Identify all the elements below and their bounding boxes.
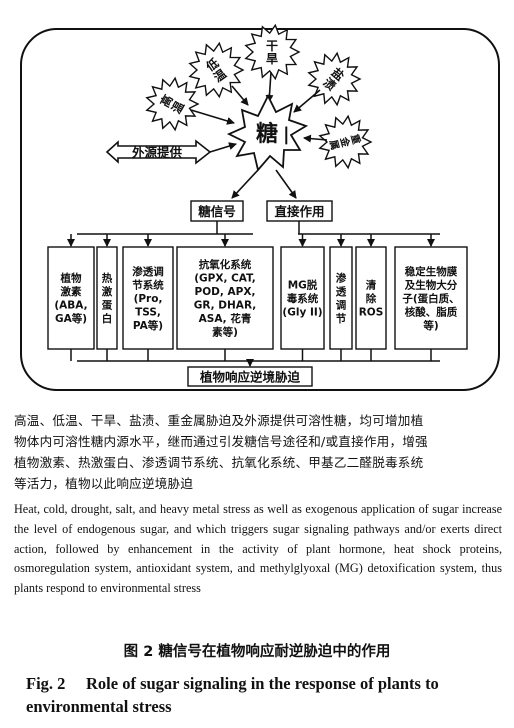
effect-text: GA等): [55, 312, 87, 325]
effect-text: 稳定生物膜: [405, 265, 458, 278]
stress-star-drought: [244, 23, 301, 81]
arrow-metal: [303, 134, 328, 143]
stress-char: 干: [266, 39, 278, 53]
stress-char: 旱: [266, 52, 278, 66]
effect-text: MG脱: [288, 278, 318, 291]
response-box: [187, 366, 313, 387]
effect-text: (ABA,: [54, 300, 87, 312]
effect-text: 除: [366, 292, 377, 305]
exogenous-label: 外源提供: [131, 145, 183, 160]
effect-text: GR, DHAR,: [194, 300, 256, 312]
stress-char: 金: [337, 135, 353, 150]
stress-star-cold: [188, 41, 245, 99]
sugar-star: [226, 93, 309, 172]
stress-star-heat: [145, 76, 200, 132]
effect-text: 透: [336, 285, 347, 298]
arrow-to-direct: [275, 169, 297, 199]
effect-box: [122, 246, 174, 350]
effect-text: (Pro,: [134, 293, 163, 305]
stress-star-metal: [318, 114, 373, 170]
caption-zh-line: 等活力，植物以此响应逆境胁迫: [14, 476, 194, 491]
caption-zh-line: 物体内可溶性糖内源水平，继而通过引发糖信号途径和/或直接作用，增强: [14, 434, 428, 449]
effect-box: [394, 246, 468, 350]
effect-text: 蛋: [102, 300, 113, 312]
effect-text: 调: [336, 299, 347, 312]
caption-en: Heat, cold, drought, salt, and heavy met…: [14, 502, 502, 596]
effect-text: 素等): [211, 326, 238, 339]
effect-text: 毒系统: [287, 292, 319, 305]
effect-text: (Gly II): [282, 306, 322, 318]
stress-label-drought: 干旱: [266, 39, 278, 66]
arrow-to-signal: [231, 169, 259, 199]
effect-text: (GPX, CAT,: [194, 273, 256, 285]
effect-text: 白: [102, 312, 113, 325]
effect-text: 节系统: [132, 278, 164, 291]
response-label: 植物响应逆境胁迫: [199, 370, 301, 385]
sugar-label: 糖: [256, 121, 278, 147]
figure-number-en: Fig. 2: [26, 674, 66, 693]
stress-star-salt: [307, 51, 362, 107]
effect-text: 子(蛋白质、: [402, 292, 459, 305]
effect-box: [355, 246, 387, 350]
effect-text: POD, APX,: [195, 286, 256, 298]
effect-box: [176, 246, 274, 350]
effect-text: 抗氧化系统: [199, 258, 252, 271]
effect-text: ROS: [359, 306, 384, 318]
effect-text: 等): [422, 319, 438, 332]
effect-box: [329, 246, 353, 350]
arrow-salt: [293, 89, 321, 113]
effect-text: TSS,: [135, 306, 161, 318]
effect-text: 热: [102, 272, 113, 285]
effect-text: PA等): [133, 319, 163, 332]
effect-text: 激: [102, 285, 113, 298]
arrow-heat: [190, 109, 235, 125]
stress-char: 属: [327, 139, 341, 152]
caption-zh-line: 植物激素、热激蛋白、渗透调节系统、抗氧化系统、甲基乙二醛脱毒系统: [14, 455, 424, 470]
effect-text: 渗透调: [132, 265, 164, 278]
sugar-bar: |: [283, 124, 290, 145]
effect-text: 渗: [336, 272, 347, 285]
caption-zh-line: 高温、低温、干旱、盐渍、重金属胁迫及外源提供可溶性糖，均可增加植: [14, 413, 424, 428]
direct-label: 直接作用: [274, 204, 324, 219]
effect-text: 及生物大分: [405, 278, 458, 291]
outer-frame: [20, 28, 500, 391]
effect-text: 植物: [60, 272, 82, 285]
effect-text: 清: [366, 278, 377, 291]
effect-text: 激素: [61, 285, 82, 298]
effect-box: [96, 246, 118, 350]
signal-label: 糖信号: [198, 204, 236, 219]
effect-box: [47, 246, 95, 350]
arrow-exogenous: [209, 142, 237, 153]
stress-label-metal: 重金属: [327, 133, 363, 152]
effect-text: 核酸、脂质: [405, 305, 458, 318]
arrow-cold: [231, 85, 249, 106]
effect-text: ASA, 花青: [199, 312, 252, 325]
effect-text: 节: [336, 312, 347, 325]
caption-zh: 高温、低温、干旱、盐渍、重金属胁迫及外源提供可溶性糖，均可增加植 物体内可溶性糖…: [14, 410, 502, 494]
stress-char: 重: [348, 133, 363, 146]
effect-box: [280, 246, 325, 350]
figure-title-zh: 图 2 糖信号在植物响应耐逆胁迫中的作用: [123, 644, 391, 660]
figure-title-en-text: Role of sugar signaling in the response …: [26, 674, 439, 716]
